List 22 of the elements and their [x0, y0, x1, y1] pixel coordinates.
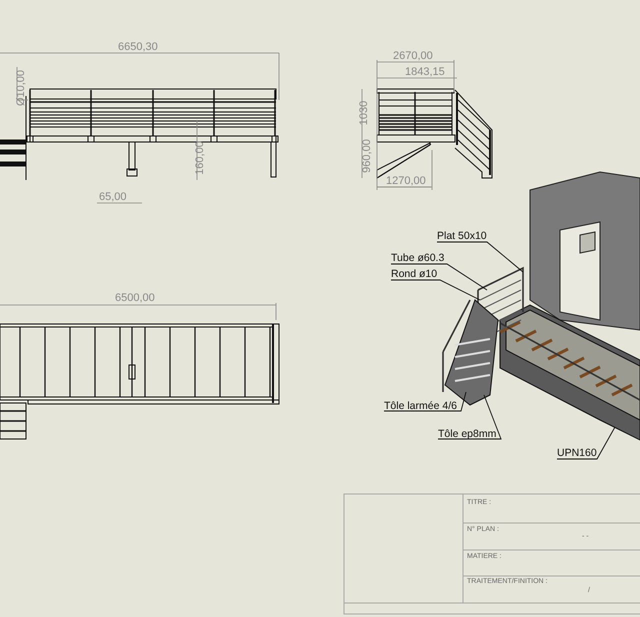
callout-label: Plat 50x10	[437, 230, 487, 242]
leader-line	[390, 264, 488, 290]
dimension-value: 1843,15	[405, 66, 445, 78]
dimension-value: Ø10,00	[15, 70, 28, 106]
dimension-value: 6650,30	[118, 41, 158, 53]
callout-label: UPN160	[557, 447, 597, 459]
dimension-value: 2670,00	[393, 50, 433, 62]
leader-line	[390, 280, 480, 300]
leader-line	[556, 426, 616, 460]
callout-label: Tube ø60.3	[391, 252, 444, 264]
leader-line	[438, 394, 502, 440]
leader-line	[384, 392, 466, 412]
dimension-value: 65,00	[99, 191, 127, 203]
dimension-value: 1030	[358, 100, 370, 126]
leader-line	[436, 242, 524, 272]
dimension-value: 960,00	[360, 139, 373, 173]
dimension-value: 1270,00	[386, 175, 426, 187]
callout-label: Rond ø10	[391, 268, 438, 280]
dimension-value: 160,00	[194, 141, 206, 175]
dimension-value: 6500,00	[115, 292, 155, 304]
callout-label: Tôle ep8mm	[438, 428, 496, 440]
callout-label: Tôle larmée 4/6	[384, 400, 457, 412]
